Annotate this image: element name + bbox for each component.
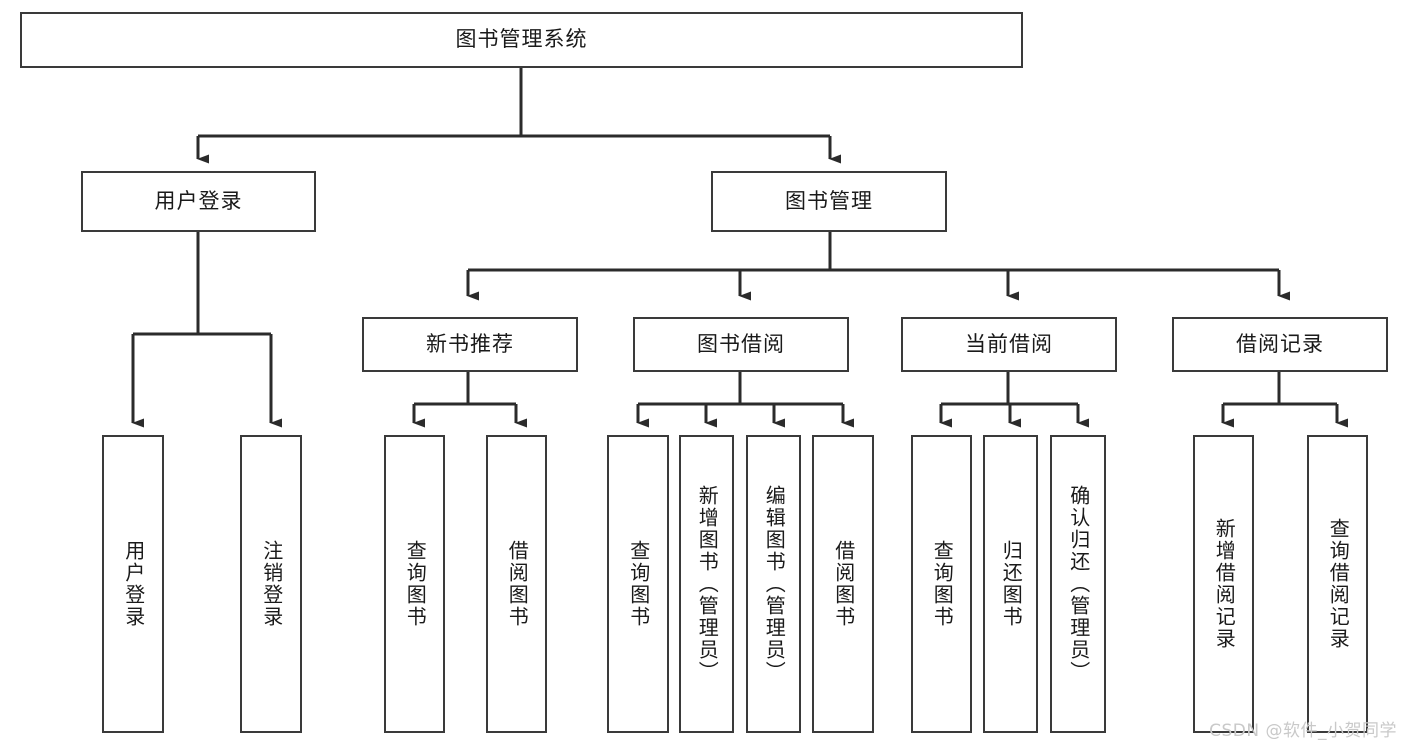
node-label: 新增借阅记录 <box>1212 518 1237 650</box>
node-book-management[interactable]: 图书管理 <box>711 171 947 232</box>
node-label: 用户登录 <box>121 540 146 628</box>
node-label: 图书借阅 <box>697 331 785 356</box>
leaf-query-borrow-record[interactable]: 查询借阅记录 <box>1307 435 1368 733</box>
leaf-edit-book-admin[interactable]: 编辑图书（管理员） <box>746 435 801 733</box>
node-root-book-management-system[interactable]: 图书管理系统 <box>20 12 1023 68</box>
leaf-user-login[interactable]: 用户登录 <box>102 435 164 733</box>
node-label: 注销登录 <box>259 540 284 628</box>
node-label: 当前借阅 <box>965 331 1053 356</box>
leaf-add-borrow-record[interactable]: 新增借阅记录 <box>1193 435 1254 733</box>
leaf-query-book-borrowing[interactable]: 查询图书 <box>607 435 669 733</box>
node-label: 图书管理 <box>785 188 873 213</box>
node-user-login[interactable]: 用户登录 <box>81 171 316 232</box>
node-label: 用户登录 <box>154 188 243 213</box>
node-label: 新书推荐 <box>426 331 514 356</box>
node-label: 借阅图书 <box>831 540 856 628</box>
leaf-query-book-new-rec[interactable]: 查询图书 <box>384 435 445 733</box>
leaf-borrow-book-new-rec[interactable]: 借阅图书 <box>486 435 547 733</box>
node-label: 查询图书 <box>930 540 955 628</box>
node-label: 借阅记录 <box>1236 331 1324 356</box>
leaf-user-logout[interactable]: 注销登录 <box>240 435 302 733</box>
node-label: 借阅图书 <box>505 540 530 628</box>
leaf-query-book-current[interactable]: 查询图书 <box>911 435 972 733</box>
node-new-book-recommendation[interactable]: 新书推荐 <box>362 317 578 372</box>
node-label: 查询借阅记录 <box>1326 518 1351 650</box>
node-label: 查询图书 <box>626 540 651 628</box>
node-label: 归还图书 <box>999 540 1024 628</box>
node-label: 新增图书（管理员） <box>695 485 720 683</box>
leaf-add-book-admin[interactable]: 新增图书（管理员） <box>679 435 734 733</box>
node-label: 查询图书 <box>403 540 428 628</box>
leaf-return-book[interactable]: 归还图书 <box>983 435 1038 733</box>
leaf-borrow-book-borrowing[interactable]: 借阅图书 <box>812 435 874 733</box>
node-borrowing-records[interactable]: 借阅记录 <box>1172 317 1388 372</box>
leaf-confirm-return-admin[interactable]: 确认归还（管理员） <box>1050 435 1106 733</box>
node-current-borrowing[interactable]: 当前借阅 <box>901 317 1117 372</box>
node-book-borrowing[interactable]: 图书借阅 <box>633 317 849 372</box>
node-label: 确认归还（管理员） <box>1066 485 1091 683</box>
node-label: 编辑图书（管理员） <box>762 485 787 683</box>
node-label: 图书管理系统 <box>455 27 588 52</box>
